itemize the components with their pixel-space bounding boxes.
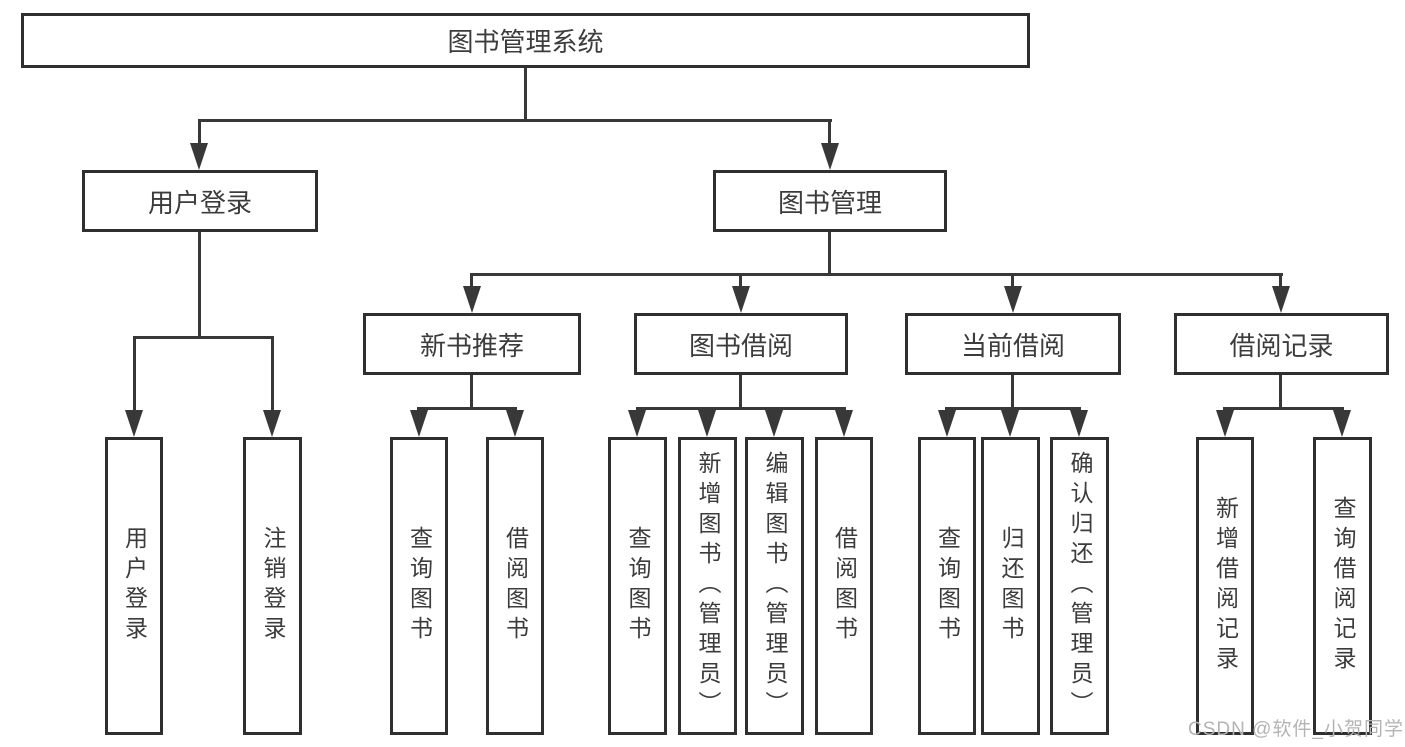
- connector-line: [417, 407, 517, 410]
- node-root-label: 图书管理系统: [447, 27, 604, 57]
- leaf-query-book-c-label: 查询图书: [934, 526, 961, 646]
- connector-line: [828, 119, 831, 146]
- node-book-management: 图书管理: [713, 170, 947, 232]
- connector-line: [1011, 375, 1014, 410]
- connector-arrow: [1333, 410, 1351, 437]
- leaf-logout-login-label: 注销登录: [260, 526, 286, 646]
- leaf-add-book-admin-label: 新增图书（管理员）: [695, 451, 721, 721]
- leaf-user-login: 用户登录: [105, 437, 163, 735]
- node-book-borrow: 图书借阅: [634, 313, 848, 375]
- leaf-query-book-b: 查询图书: [608, 437, 667, 735]
- connector-line: [133, 336, 136, 412]
- node-borrow-record-label: 借阅记录: [1229, 330, 1334, 361]
- connector-arrow: [125, 410, 143, 437]
- leaf-confirm-return-admin-label: 确认归还（管理员）: [1067, 451, 1093, 721]
- connector-line: [198, 119, 832, 122]
- leaf-edit-book-admin: 编辑图书（管理员）: [745, 437, 804, 735]
- connector-arrow: [263, 410, 281, 437]
- connector-arrow: [732, 286, 750, 313]
- connector-arrow: [1004, 286, 1022, 313]
- leaf-query-book-c: 查询图书: [918, 437, 976, 735]
- leaf-confirm-return-admin: 确认归还（管理员）: [1050, 437, 1109, 735]
- connector-line: [945, 407, 1081, 410]
- leaf-logout-login: 注销登录: [243, 437, 302, 735]
- leaf-add-borrow-record: 新增借阅记录: [1196, 437, 1254, 735]
- connector-arrow: [463, 286, 481, 313]
- node-root: 图书管理系统: [21, 13, 1030, 68]
- leaf-borrow-book-a: 借阅图书: [486, 437, 544, 735]
- connector-arrow: [938, 410, 956, 437]
- connector-line: [828, 232, 831, 275]
- connector-line: [1223, 407, 1344, 410]
- leaf-query-book-a-label: 查询图书: [406, 526, 433, 646]
- connector-arrow: [1272, 286, 1290, 313]
- connector-line: [1279, 375, 1282, 410]
- node-book-borrow-label: 图书借阅: [688, 330, 793, 361]
- watermark: CSDN @软件_小贺同学: [1188, 719, 1404, 740]
- node-borrow-record: 借阅记录: [1174, 313, 1389, 375]
- leaf-query-borrow-record: 查询借阅记录: [1313, 437, 1372, 735]
- node-user-login: 用户登录: [82, 170, 318, 232]
- connector-line: [271, 336, 274, 412]
- leaf-borrow-book-b-label: 借阅图书: [831, 526, 858, 646]
- connector-arrow: [1001, 410, 1019, 437]
- connector-arrow: [506, 410, 524, 437]
- connector-arrow: [190, 143, 208, 170]
- connector-line: [636, 407, 846, 410]
- node-new-book-recommend: 新书推荐: [363, 313, 581, 375]
- node-new-book-recommend-label: 新书推荐: [419, 330, 524, 361]
- connector-line: [470, 273, 473, 289]
- connector-line: [1011, 273, 1014, 289]
- connector-line: [470, 375, 473, 410]
- connector-line: [739, 273, 742, 289]
- connector-arrow: [835, 410, 853, 437]
- leaf-query-book-b-label: 查询图书: [625, 526, 651, 646]
- connector-arrow: [698, 410, 716, 437]
- connector-arrow: [1070, 410, 1088, 437]
- connector-arrow: [821, 143, 839, 170]
- node-current-borrow-label: 当前借阅: [960, 330, 1065, 361]
- connector-line: [524, 68, 527, 120]
- connector-arrow: [628, 410, 646, 437]
- node-user-login-label: 用户登录: [147, 187, 252, 218]
- node-book-management-label: 图书管理: [777, 187, 882, 218]
- node-current-borrow: 当前借阅: [905, 313, 1121, 375]
- leaf-query-book-a: 查询图书: [390, 437, 448, 735]
- leaf-add-borrow-record-label: 新增借阅记录: [1212, 496, 1239, 676]
- leaf-return-book-label: 归还图书: [998, 526, 1024, 646]
- connector-arrow: [1216, 410, 1234, 437]
- leaf-borrow-book-a-label: 借阅图书: [502, 526, 529, 646]
- connector-line: [198, 119, 201, 146]
- connector-line: [133, 336, 274, 339]
- connector-line: [1279, 273, 1282, 289]
- leaf-edit-book-admin-label: 编辑图书（管理员）: [762, 451, 788, 721]
- leaf-add-book-admin: 新增图书（管理员）: [678, 437, 737, 735]
- leaf-return-book: 归还图书: [981, 437, 1040, 735]
- leaf-query-borrow-record-label: 查询借阅记录: [1330, 496, 1356, 676]
- connector-line: [471, 273, 1283, 276]
- connector-line: [198, 232, 201, 338]
- leaf-user-login-label: 用户登录: [121, 526, 148, 646]
- leaf-borrow-book-b: 借阅图书: [815, 437, 873, 735]
- connector-arrow: [410, 410, 428, 437]
- connector-line: [739, 375, 742, 410]
- connector-arrow: [765, 410, 783, 437]
